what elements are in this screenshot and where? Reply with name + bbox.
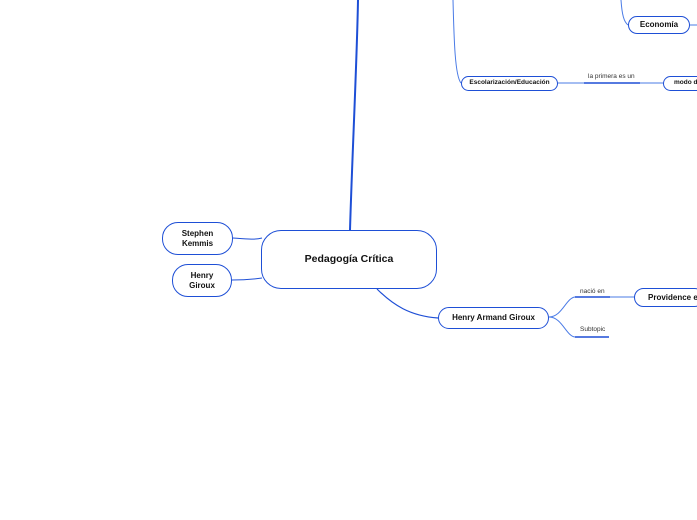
escolarizacion-node[interactable]: Escolarización/Educación: [461, 76, 558, 91]
stephen-kemmis-label: Stephen Kemmis: [181, 228, 214, 248]
providence-label: Providence e: [648, 292, 697, 302]
modo-node[interactable]: modo d: [663, 76, 697, 91]
escolarizacion-label: Escolarización/Educación: [469, 79, 550, 87]
henry-giroux-node[interactable]: Henry Giroux: [172, 264, 232, 297]
stephen-kemmis-node[interactable]: Stephen Kemmis: [162, 222, 233, 255]
henry-armand-giroux-label: Henry Armand Giroux: [452, 313, 535, 322]
naci-en-label: nació en: [580, 288, 605, 295]
henry-giroux-label: Henry Giroux: [189, 270, 215, 290]
economia-node[interactable]: Economía: [628, 16, 690, 34]
economia-label: Economía: [639, 20, 679, 29]
central-topic-node[interactable]: Pedagogía Crítica: [261, 230, 437, 289]
providence-node[interactable]: Providence e: [634, 288, 697, 307]
modo-label: modo d: [674, 79, 697, 87]
primera-label: la primera es un: [588, 73, 635, 80]
central-topic-label: Pedagogía Crítica: [304, 252, 394, 265]
subtopic-label: Subtopic: [580, 326, 606, 333]
henry-armand-giroux-node[interactable]: Henry Armand Giroux: [438, 307, 549, 329]
